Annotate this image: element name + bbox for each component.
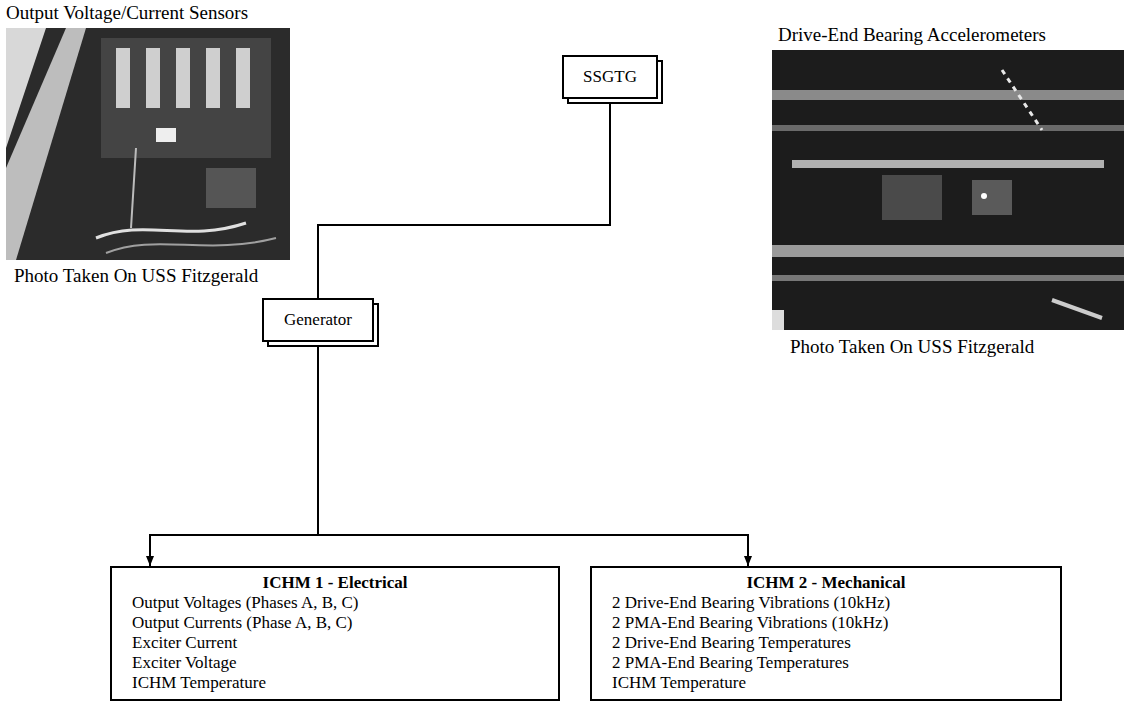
photo-wire (131, 148, 136, 228)
photo-door-edge (6, 28, 86, 260)
sensor-photo (6, 28, 290, 260)
photo-wire (106, 238, 276, 253)
photo-sensor (236, 48, 250, 108)
photo-glint (981, 193, 987, 199)
photo-module (206, 168, 256, 208)
signal-item: 2 Drive-End Bearing Vibrations (10kHz) (602, 593, 1050, 613)
photo-module (156, 128, 176, 142)
photo-sensor (146, 48, 160, 108)
photo-housing-edge (772, 245, 1124, 257)
connector-line (318, 342, 748, 566)
signal-item: Exciter Voltage (122, 653, 548, 673)
photo-sensor (176, 48, 190, 108)
signal-item: ICHM Temperature (602, 673, 1050, 693)
box-label: SSGTG (580, 67, 640, 87)
photo-cable (1052, 300, 1102, 318)
photo-title: Drive-End Bearing Accelerometers (778, 24, 1046, 46)
photo-accelerometer (972, 180, 1012, 215)
box-heading: ICHM 2 - Mechanical (602, 573, 1050, 593)
box-heading: ICHM 1 - Electrical (122, 573, 548, 593)
photo-caption: Photo Taken On USS Fitzgerald (790, 336, 1034, 358)
signal-item: Output Currents (Phase A, B, C) (122, 613, 548, 633)
box-label: Generator (280, 310, 356, 330)
module-box: ICHM 1 - ElectricalOutput Voltages (Phas… (110, 566, 560, 701)
process-box: Generator (262, 298, 374, 342)
photo-cable (1002, 70, 1042, 130)
photo-background (6, 28, 290, 260)
photo-shaft (792, 160, 1104, 168)
signal-item: Exciter Current (122, 633, 548, 653)
signal-item: 2 Drive-End Bearing Temperatures (602, 633, 1050, 653)
connector-line (318, 99, 610, 298)
photo-housing-edge (772, 275, 1124, 281)
module-box: ICHM 2 - Mechanical2 Drive-End Bearing V… (590, 566, 1062, 701)
photo-caption: Photo Taken On USS Fitzgerald (14, 265, 258, 287)
photo-wire (96, 223, 246, 238)
photo-housing-edge (772, 90, 1124, 100)
photo-background (772, 50, 1124, 330)
photo-title: Output Voltage/Current Sensors (6, 2, 248, 24)
signal-item: 2 PMA-End Bearing Vibrations (10kHz) (602, 613, 1050, 633)
photo-panel (101, 38, 271, 158)
signal-item: ICHM Temperature (122, 673, 548, 693)
photo-sensor (116, 48, 130, 108)
photo-housing-edge (772, 125, 1124, 131)
photo-corner (772, 310, 784, 330)
connector-line (150, 342, 318, 566)
accelerometer-photo (772, 50, 1124, 330)
process-box: SSGTG (562, 55, 658, 99)
photo-accelerometer (882, 175, 942, 220)
signal-item: 2 PMA-End Bearing Temperatures (602, 653, 1050, 673)
photo-sensor (206, 48, 220, 108)
signal-item: Output Voltages (Phases A, B, C) (122, 593, 548, 613)
